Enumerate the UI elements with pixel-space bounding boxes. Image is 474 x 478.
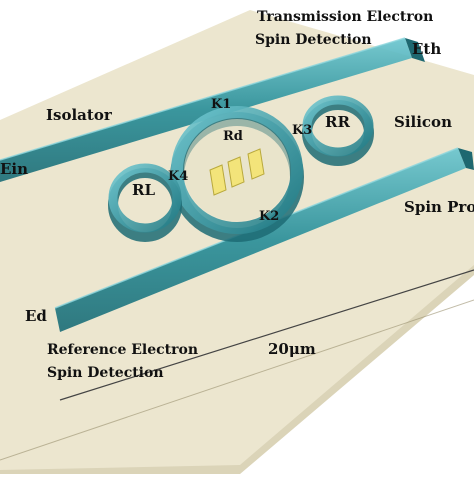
ein-label: Ein <box>0 160 29 178</box>
transmission-label-line1: Transmission Electron <box>257 9 434 25</box>
eth-label: Eth <box>412 40 442 58</box>
k2-label: K2 <box>259 209 280 224</box>
scale-bar <box>59 269 474 401</box>
isolator-label: Isolator <box>46 106 112 124</box>
ring-rl <box>108 163 182 242</box>
k1-label: K1 <box>211 97 232 112</box>
scale-label: 20μm <box>268 340 316 358</box>
rd-label: Rd <box>223 129 243 144</box>
k3-label: K3 <box>292 123 313 138</box>
rr-label: RR <box>325 113 350 131</box>
spin-projection-label: Spin Proje <box>404 198 474 216</box>
silicon-label: Silicon <box>394 113 452 131</box>
transmission-label-line2: Spin Detection <box>255 32 372 48</box>
rl-label: RL <box>132 181 156 199</box>
ring-rr <box>302 95 374 166</box>
reference-label-line2: Spin Detection <box>47 365 164 381</box>
electrodes <box>209 148 265 196</box>
substrate-edge <box>0 299 474 461</box>
top-waveguide <box>0 37 425 182</box>
ed-label: Ed <box>25 307 47 325</box>
reference-label-line1: Reference Electron <box>47 342 199 358</box>
k4-label: K4 <box>168 169 189 184</box>
